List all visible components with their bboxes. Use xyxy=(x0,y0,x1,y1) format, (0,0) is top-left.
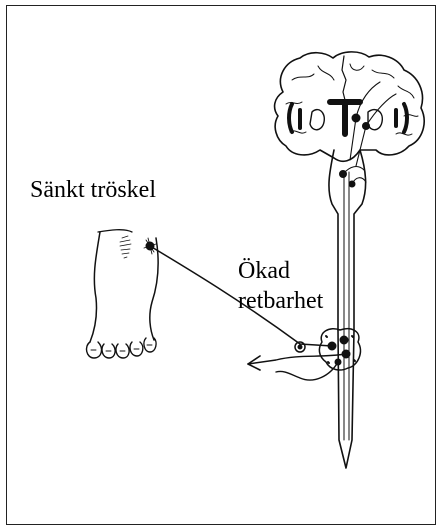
ventricle-left xyxy=(289,104,300,132)
spinal-cord xyxy=(329,150,366,468)
basal-ganglia-left xyxy=(310,110,324,130)
neural-pathway-illustration xyxy=(0,0,443,506)
dorsal-root-ganglion-core xyxy=(298,345,302,349)
foot-illustration xyxy=(87,230,159,358)
brain-illustration xyxy=(275,52,425,166)
increased-excitability-label-line1: Ökad xyxy=(238,258,290,286)
brain-fissure xyxy=(342,56,346,100)
motor-neuron xyxy=(340,336,348,344)
foot-ankle xyxy=(98,230,132,232)
brain-outline xyxy=(275,52,425,161)
cord-tract xyxy=(344,172,349,440)
motor-nerve xyxy=(248,354,346,364)
increased-excitability-label-line2: retbarhet xyxy=(238,288,323,316)
receptor-shading xyxy=(120,236,131,258)
ventricle-right xyxy=(396,104,407,132)
lowered-threshold-label: Sänkt tröskel xyxy=(30,177,156,205)
brainstem-outline xyxy=(329,150,366,330)
